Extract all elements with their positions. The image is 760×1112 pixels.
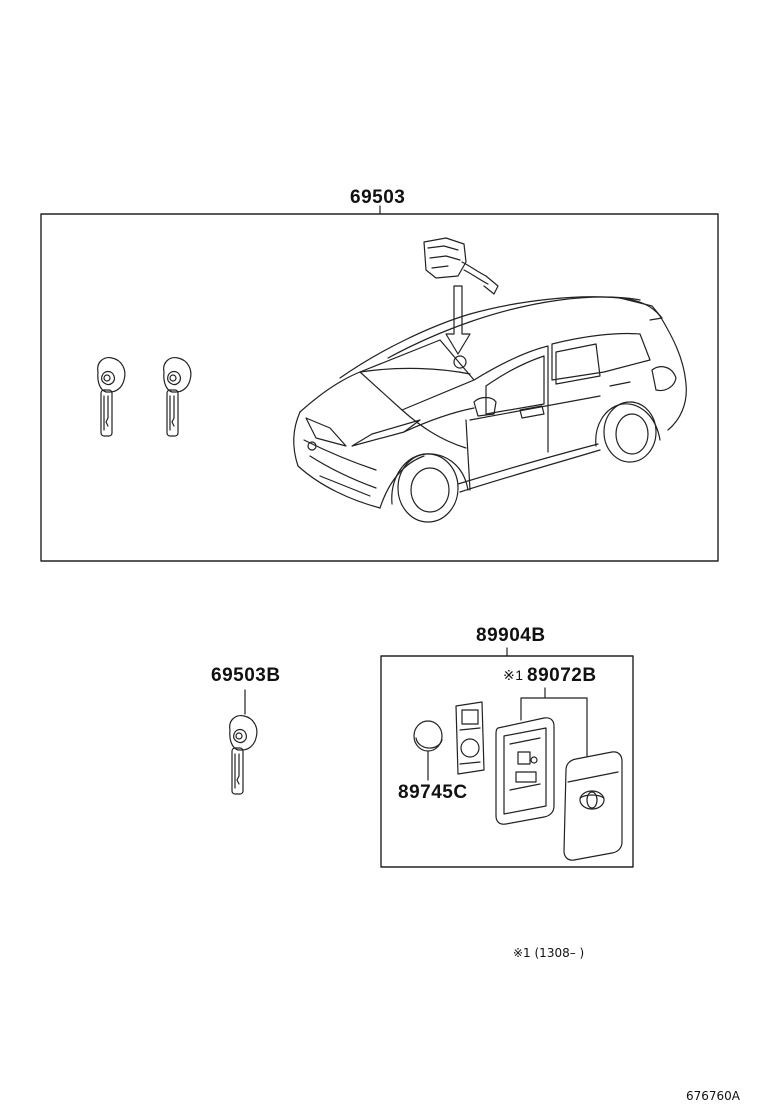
key-case-inner [495, 717, 555, 825]
applicability-footnote: ※1 (1308– ) [513, 946, 585, 960]
location-arrow [445, 285, 471, 369]
car-illustration [293, 296, 687, 523]
illustration-code: 676760A [686, 1089, 741, 1103]
battery-drawing [413, 720, 443, 781]
spare-key-drawing [229, 689, 258, 795]
circuit-board-drawing [455, 701, 485, 775]
part-label-89745C: 89745C [398, 782, 468, 803]
part-label-89904B: 89904B [476, 625, 546, 646]
mechanical-key-1 [97, 357, 126, 437]
smart-key-frame [380, 647, 634, 868]
part-label-69503: 69503 [350, 187, 406, 208]
key-case-outer [563, 751, 623, 861]
case-leader-lines [520, 687, 588, 757]
part-label-89072B: 89072B [527, 665, 597, 686]
mechanical-key-2 [163, 357, 192, 437]
note-mark-1: ※1 [503, 667, 524, 683]
top-assembly-frame [40, 205, 719, 562]
part-label-69503B: 69503B [211, 665, 281, 686]
receiver-module [423, 237, 499, 295]
